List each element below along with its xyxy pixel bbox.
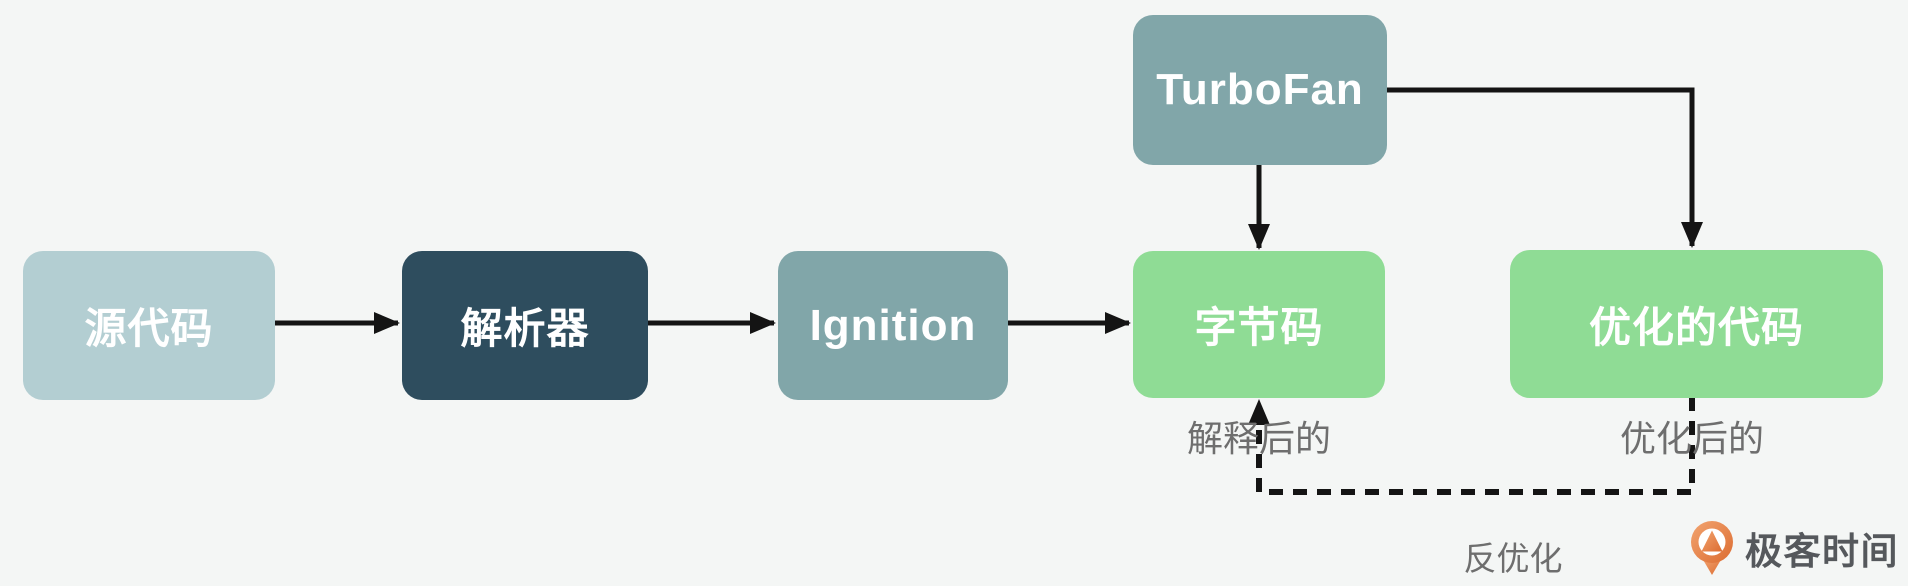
node-optimized-code: 优化的代码 <box>1510 250 1883 398</box>
node-parser: 解析器 <box>402 251 648 400</box>
node-bytecode: 字节码 <box>1133 251 1385 398</box>
label-interpreted: 解释后的 <box>1186 418 1332 459</box>
label-optimized: 优化后的 <box>1619 418 1765 459</box>
label-deoptimize: 反优化 <box>1463 540 1563 577</box>
geektime-pin-icon <box>1691 521 1733 575</box>
node-ignition: Ignition <box>778 251 1008 400</box>
geektime-logo: 极客时间 <box>1690 521 1899 575</box>
edge-turbofan-to-optimized-code <box>1387 87 1703 248</box>
node-turbofan: TurboFan <box>1133 15 1387 165</box>
node-source-code: 源代码 <box>23 251 275 400</box>
geektime-logo-text: 极客时间 <box>1745 531 1899 572</box>
